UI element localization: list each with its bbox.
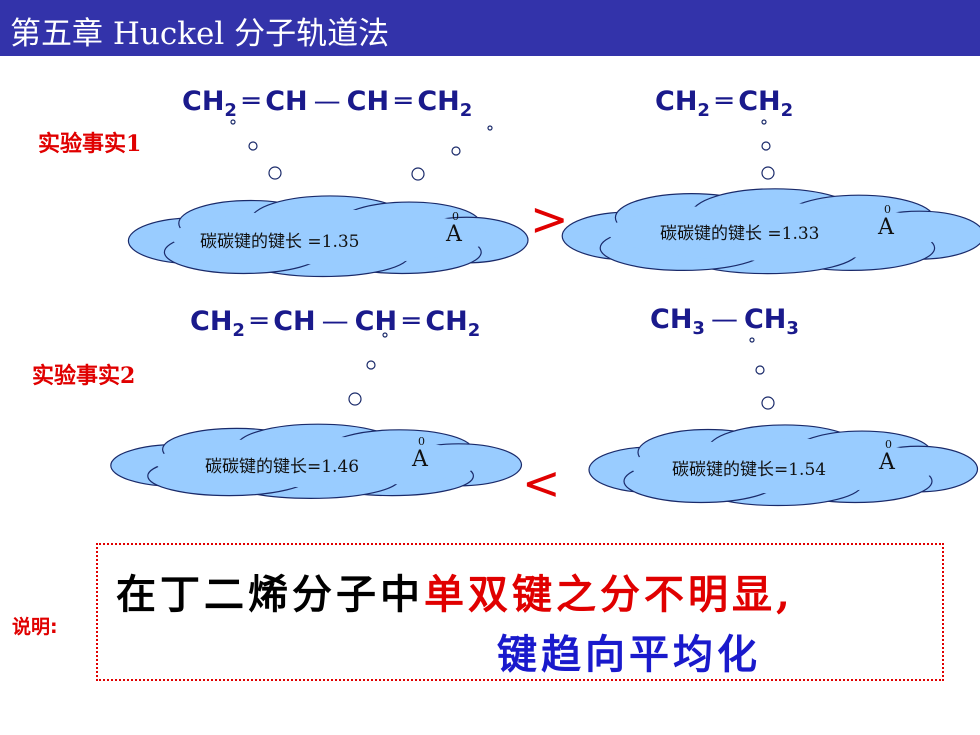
angstrom-ring: 0 (418, 435, 425, 448)
single-bond: — (313, 86, 341, 117)
angstrom-unit: A (878, 215, 894, 240)
formula-group: CH (655, 86, 698, 117)
thought-bubble (761, 119, 767, 125)
thought-bubble (366, 360, 376, 370)
formula-group: CH (346, 86, 390, 117)
page-title: 第五章 Huckel 分子轨道法 (10, 16, 390, 52)
formula-subscript: 3 (786, 318, 799, 339)
note-box (96, 543, 944, 681)
thought-cloud-3 (110, 423, 523, 499)
thought-bubble (230, 119, 236, 125)
formula-group: CH (743, 304, 787, 335)
formula-group: CH (738, 86, 781, 117)
formula-group: CH (265, 86, 308, 117)
less-than-sign: < (522, 456, 561, 510)
formula-group: CH (354, 306, 398, 337)
formula-group: CH (190, 306, 233, 337)
angstrom-ring: 0 (885, 438, 892, 451)
ethylene-formula: CH2═CH2 (655, 86, 793, 121)
cloud-text-3: 碳碳键的键长=1.46 (205, 457, 360, 477)
thought-bubble (755, 365, 765, 375)
fact-label-2: 实验事实2 (32, 363, 136, 389)
thought-bubble (761, 396, 775, 410)
single-bond: — (710, 304, 738, 335)
double-bond: ═ (403, 306, 420, 337)
double-bond: ═ (250, 306, 268, 337)
thought-bubble (487, 125, 493, 131)
thought-cloud-1 (127, 195, 529, 278)
angstrom-unit: A (446, 222, 462, 247)
double-bond: ═ (395, 86, 412, 117)
formula-group: CH (425, 306, 468, 337)
thought-cloud-4 (588, 424, 979, 507)
formula-subscript: 2 (467, 320, 481, 341)
angstrom-unit: A (879, 450, 895, 475)
thought-bubble (451, 146, 461, 156)
single-bond: — (321, 306, 349, 337)
thought-bubble (761, 141, 771, 151)
butadiene-formula-2: CH2═CH—CH═CH2 (190, 306, 480, 341)
note-text-red: 单双键之分不明显, (424, 571, 794, 618)
double-bond: ═ (242, 86, 260, 117)
ethane-formula: CH3—CH3 (650, 304, 799, 339)
cloud-text-2: 碳碳键的键长 =1.33 (660, 224, 820, 244)
note-text-black: 在丁二烯分子中 (116, 571, 424, 618)
title-bar: 第五章 Huckel 分子轨道法 (0, 0, 980, 56)
formula-subscript: 2 (780, 100, 794, 121)
note-line-2: 键趋向平均化 (497, 631, 761, 678)
butadiene-formula-1: CH2═CH—CH═CH2 (182, 86, 472, 121)
formula-subscript: 2 (224, 100, 237, 121)
fact-label-1: 实验事实1 (38, 131, 142, 157)
angstrom-unit: A (412, 447, 428, 472)
note-label: 说明: (12, 616, 58, 638)
thought-cloud-2 (561, 188, 980, 275)
greater-than-sign: > (530, 192, 569, 246)
formula-group: CH (650, 304, 693, 335)
formula-subscript: 2 (459, 100, 473, 121)
thought-bubble (382, 332, 388, 338)
double-bond: ═ (715, 86, 733, 117)
angstrom-ring: 0 (452, 210, 459, 223)
thought-bubble (248, 141, 258, 151)
cloud-text-1: 碳碳键的键长 =1.35 (200, 232, 360, 252)
thought-bubble (761, 166, 775, 180)
thought-bubble (348, 392, 362, 406)
formula-group: CH (273, 306, 316, 337)
note-line-1: 在丁二烯分子中单双键之分不明显, (116, 562, 794, 620)
cloud-text-4: 碳碳键的键长=1.54 (672, 460, 827, 480)
formula-group: CH (417, 86, 460, 117)
angstrom-ring: 0 (884, 203, 891, 216)
formula-subscript: 3 (692, 318, 705, 339)
formula-group: CH (182, 86, 225, 117)
thought-bubble (268, 166, 282, 180)
thought-bubble (411, 167, 425, 181)
formula-subscript: 2 (232, 320, 245, 341)
thought-bubble (749, 337, 755, 343)
formula-subscript: 2 (697, 100, 710, 121)
